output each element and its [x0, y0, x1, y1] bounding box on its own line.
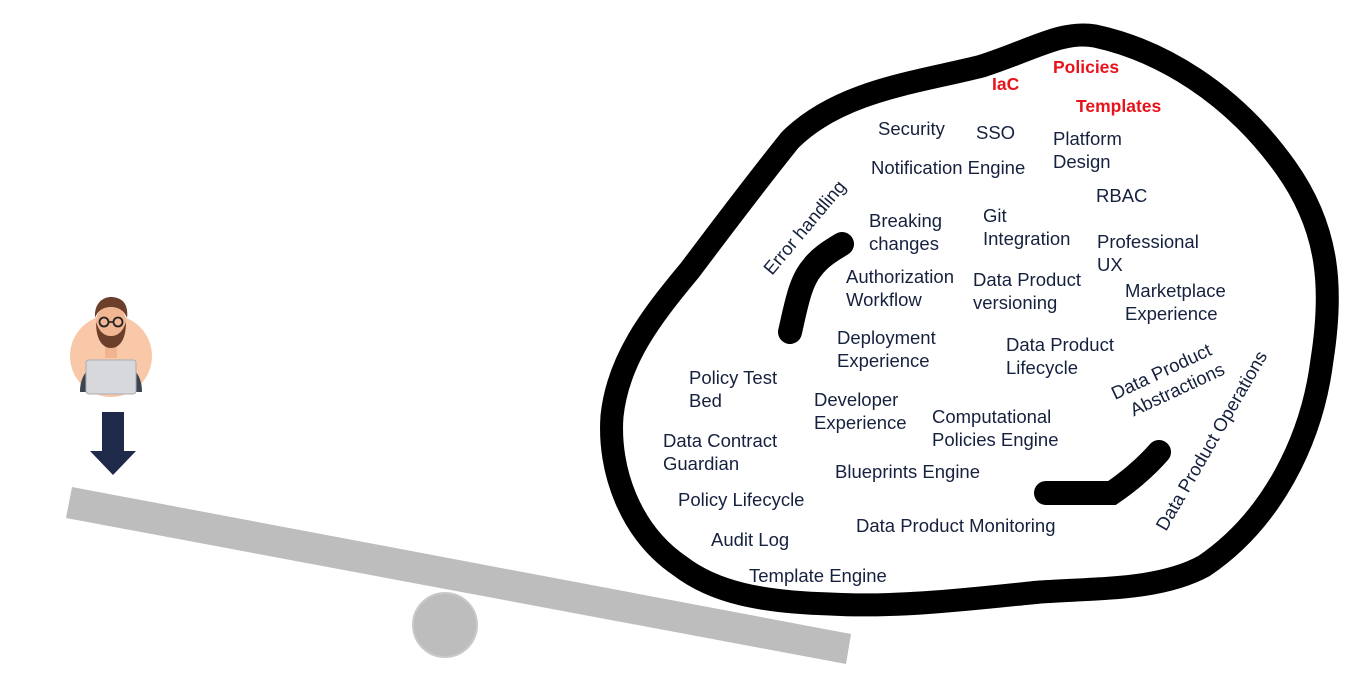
label-platform-design: Platform Design	[1053, 128, 1127, 172]
label-professional-ux: Professional UX	[1097, 231, 1204, 275]
label-breaking-changes: Breaking changes	[869, 210, 947, 254]
label-data-product-versioning: Data Product versioning	[973, 269, 1086, 313]
down-arrow-icon	[90, 412, 136, 475]
label-data-product-lifecycle: Data Product Lifecycle	[1006, 334, 1119, 378]
label-templates: Templates	[1076, 96, 1162, 116]
label-sso: SSO	[976, 122, 1015, 143]
seesaw-fulcrum	[412, 592, 478, 658]
label-data-product-monitoring: Data Product Monitoring	[856, 515, 1056, 536]
label-git-integration: Git Integration	[983, 205, 1070, 249]
label-deployment-experience: Deployment Experience	[837, 327, 941, 371]
label-authorization-workflow: Authorization Workflow	[846, 266, 959, 310]
label-iac: IaC	[992, 74, 1020, 94]
label-marketplace-experience: Marketplace Experience	[1125, 280, 1231, 324]
label-computational-policies-engine: Computational Policies Engine	[932, 406, 1059, 450]
label-rbac: RBAC	[1096, 185, 1147, 206]
label-data-contract-guardian: Data Contract Guardian	[663, 430, 782, 474]
label-audit-log: Audit Log	[711, 529, 789, 550]
label-developer-experience: Developer Experience	[814, 389, 907, 433]
complexity-blob-outline	[600, 23, 1339, 617]
seesaw-plank	[66, 487, 851, 664]
label-data-product-abstractions: Data Product Abstractions	[1108, 337, 1229, 425]
developer-with-laptop-icon	[70, 297, 152, 397]
label-security: Security	[878, 118, 946, 139]
inner-stroke-left	[778, 232, 854, 344]
label-policy-lifecycle: Policy Lifecycle	[678, 489, 804, 510]
label-template-engine: Template Engine	[749, 565, 887, 586]
label-blueprints-engine: Blueprints Engine	[835, 461, 980, 482]
label-notification-engine: Notification Engine	[871, 157, 1025, 178]
label-policies: Policies	[1053, 57, 1119, 77]
label-policy-test-bed: Policy Test Bed	[689, 367, 782, 411]
inner-stroke-right	[1034, 440, 1171, 505]
